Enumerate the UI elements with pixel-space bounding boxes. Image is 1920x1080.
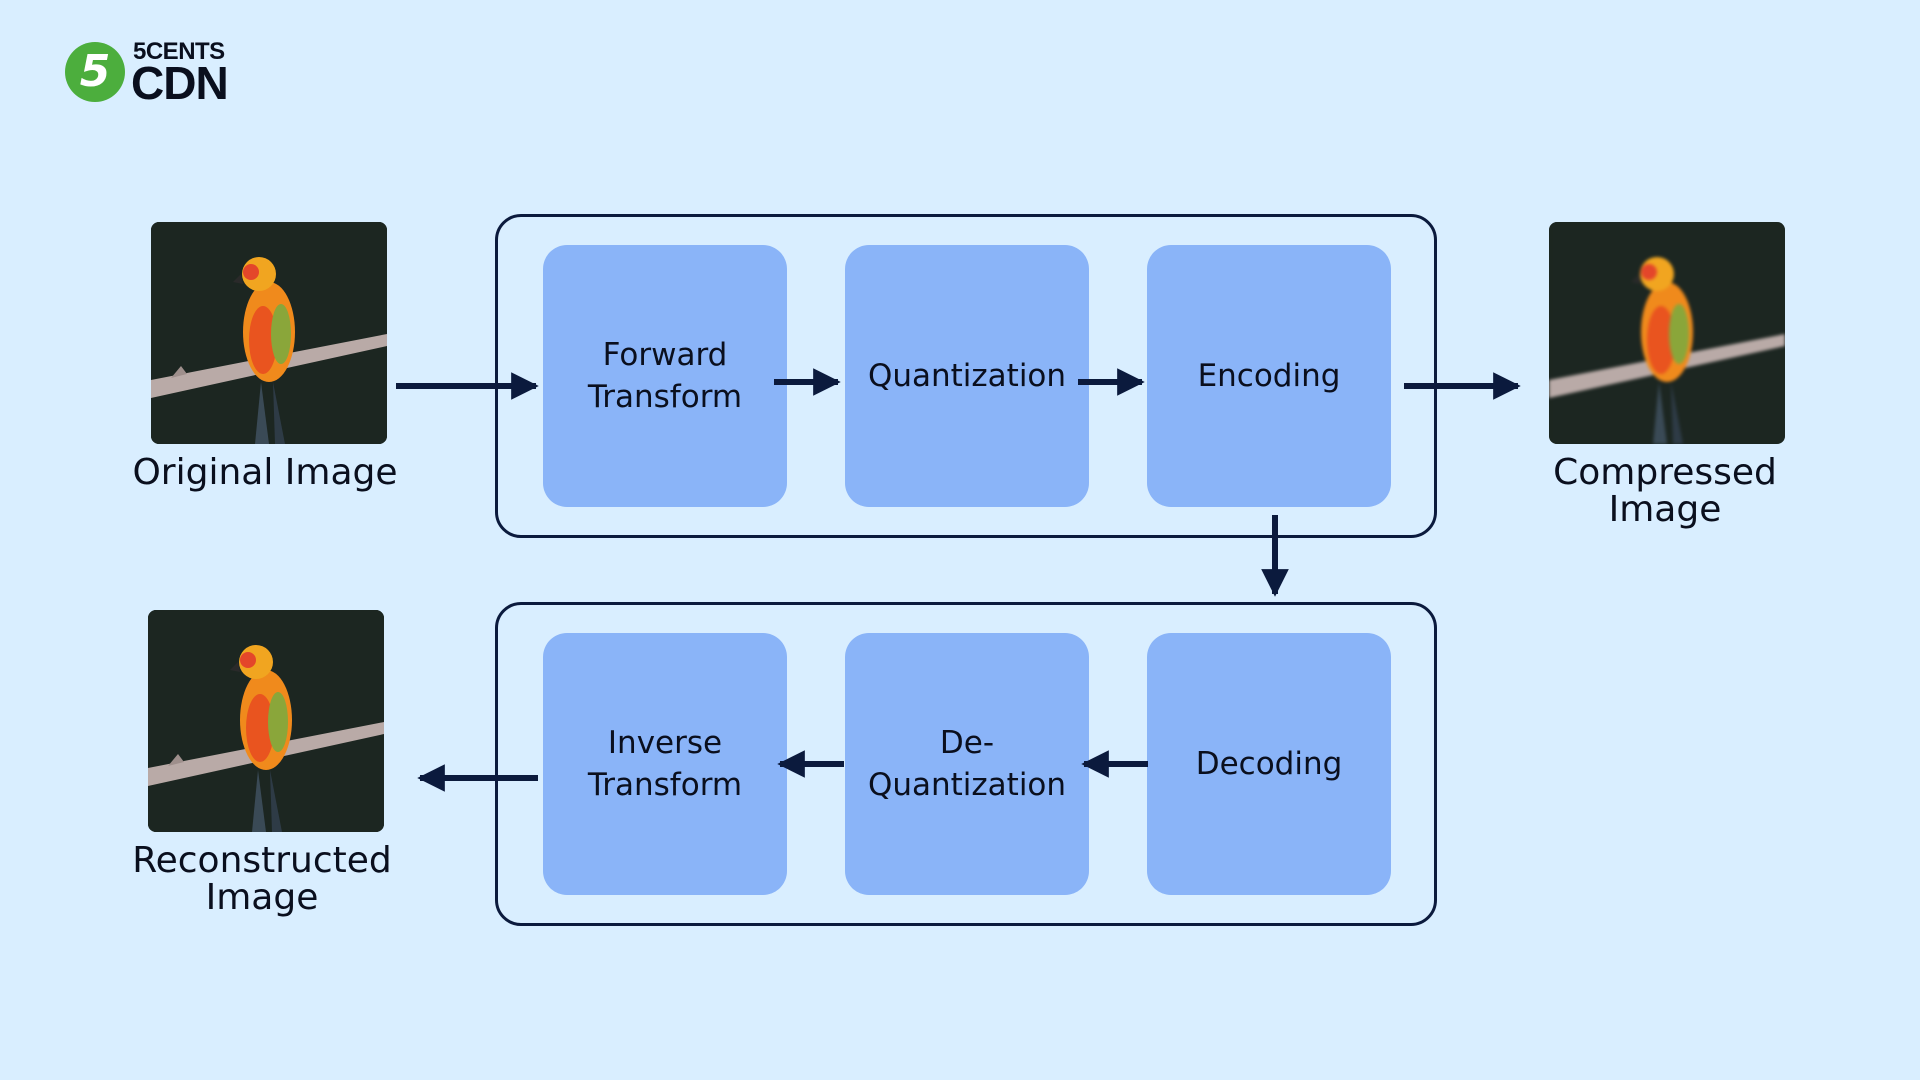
parrot-photo-icon [1549, 222, 1785, 444]
original-image-photo [151, 222, 387, 444]
reconstructed-image-photo [148, 610, 384, 832]
quantization-step: Quantization [845, 245, 1089, 507]
parrot-photo-icon [148, 610, 384, 832]
logo-badge-icon: 5 [65, 42, 125, 102]
forward-transform-step: Forward Transform [543, 245, 787, 507]
parrot-photo-icon [151, 222, 387, 444]
original-image-label: Original Image [132, 452, 398, 493]
encoding-step: Encoding [1147, 245, 1391, 507]
compressed-image-photo [1549, 222, 1785, 444]
decompression-pipeline-group [495, 602, 1437, 926]
logo-wordmark-top: 5CENTS [133, 38, 225, 65]
logo-wordmark-bottom: CDN [131, 57, 229, 109]
de-quantization-step: De-Quantization [845, 633, 1089, 895]
brand-logo: 5 5CENTS CDN [65, 40, 255, 110]
compressed-image-label: Compressed Image [1553, 452, 1777, 530]
compression-pipeline-group [495, 214, 1437, 538]
inverse-transform-step: Inverse Transform [543, 633, 787, 895]
decoding-step: Decoding [1147, 633, 1391, 895]
reconstructed-image-label: Reconstructed Image [132, 840, 392, 918]
